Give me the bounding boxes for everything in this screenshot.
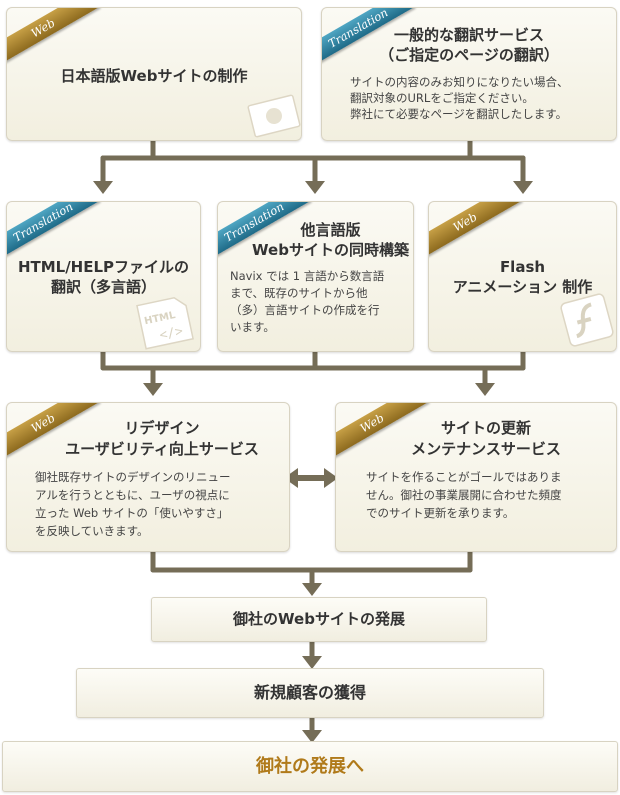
arrowhead xyxy=(305,181,325,194)
web-badge: Web xyxy=(7,8,100,67)
svg-text:</>: </> xyxy=(158,324,184,344)
card-html-help-translation: Translation HTML/HELPファイルの 翻訳（多言語） HTML … xyxy=(6,201,201,352)
arrowhead xyxy=(302,730,322,743)
card-multilingual-site: Translation 他言語版 Webサイトの同時構築 Navix では 1 … xyxy=(217,201,414,352)
step-business-growth: 御社の発展へ xyxy=(2,741,618,792)
card-redesign-usability: Web リデザイン ユーザビリティ向上サービス 御社既存サイトのデザインのリニュ… xyxy=(6,402,290,552)
card-desc-line2: アルを行うとともに、ユーザの視点に xyxy=(35,488,230,502)
arrowhead xyxy=(143,383,163,396)
card-desc-line2: 翻訳対象のURLをご指定ください。 xyxy=(350,91,534,105)
arrowhead xyxy=(302,583,322,596)
flash-icon xyxy=(560,293,614,347)
bidirectional-arrow xyxy=(284,468,338,488)
card-desc-line2: まで、既存のサイトから他 xyxy=(230,286,368,300)
card-general-translation: Translation 一般的な翻訳サービス （ご指定のページの翻訳） サイトの… xyxy=(321,7,617,141)
card-desc-line4: います。 xyxy=(230,320,275,334)
card-desc-line2: せん。御社の事業展開に合わせた頻度 xyxy=(366,488,562,502)
arrowhead xyxy=(93,181,113,194)
card-title: 日本語版Webサイトの制作 xyxy=(60,67,248,85)
card-title-line2: 翻訳（多言語） xyxy=(50,278,156,296)
card-desc-line4: を反映していきます。 xyxy=(35,524,149,538)
flag-icon xyxy=(247,94,301,138)
arrowhead xyxy=(475,383,495,396)
card-title-line1: 一般的な翻訳サービス xyxy=(393,26,544,44)
card-flash-animation: Web Flash アニメーション 制作 xyxy=(428,201,617,352)
card-title-line2: Webサイトの同時構築 xyxy=(252,241,409,259)
card-title-line2: メンテナンスサービス xyxy=(411,440,561,458)
card-desc-line1: サイトを作ることがゴールではありま xyxy=(366,470,562,484)
card-desc-line3: でのサイト更新を承ります。 xyxy=(366,506,515,520)
web-badge: Web xyxy=(429,202,522,261)
card-desc-line3: （多）言語サイトの作成を行 xyxy=(230,303,380,317)
card-title-line1: 他言語版 xyxy=(300,221,361,239)
step-new-customers: 新規顧客の獲得 xyxy=(76,668,544,718)
translation-badge: Translation xyxy=(7,202,100,261)
arrowhead xyxy=(302,656,322,669)
card-title-line1: リデザイン xyxy=(124,419,200,437)
card-title-line1: サイトの更新 xyxy=(440,419,531,437)
card-desc-line3: 弊社にて必要なページを翻訳したします。 xyxy=(350,107,568,121)
card-desc-line1: 御社既存サイトのデザインのリニュー xyxy=(35,470,231,484)
card-site-maintenance: Web サイトの更新 メンテナンスサービス サイトを作ることがゴールではありま … xyxy=(335,402,617,552)
card-desc-line3: 立った Web サイトの「使いやすさ」 xyxy=(35,506,229,520)
arrowhead xyxy=(513,181,533,194)
card-title-line1: HTML/HELPファイルの xyxy=(17,258,190,276)
card-japanese-web: Web 日本語版Webサイトの制作 xyxy=(6,7,302,141)
card-title-line2: ユーザビリティ向上サービス xyxy=(65,440,259,458)
card-title-line2: アニメーション 制作 xyxy=(452,278,593,296)
html-file-icon: HTML </> xyxy=(136,296,194,350)
card-title-line1: Flash xyxy=(499,258,546,276)
card-desc-line1: サイトの内容のみお知りになりたい場合、 xyxy=(350,75,569,89)
step-site-growth: 御社のWebサイトの発展 xyxy=(151,597,487,642)
card-title-line2: （ご指定のページの翻訳） xyxy=(379,46,559,64)
card-desc-line1: Navix では 1 言語から数言語 xyxy=(230,269,385,283)
